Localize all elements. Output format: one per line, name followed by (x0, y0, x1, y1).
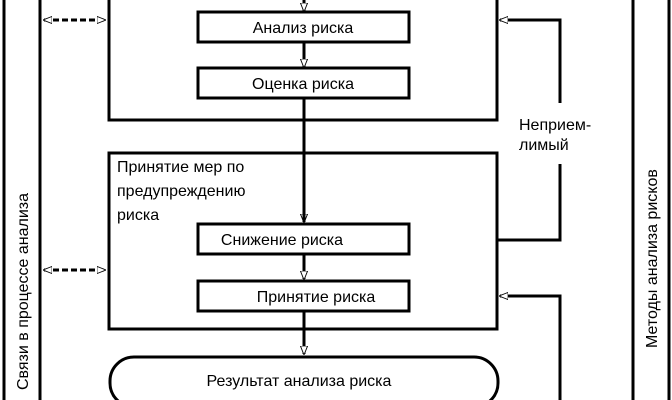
feedback-arrow-to-acceptance (500, 296, 562, 400)
step-box-evaluation (196, 66, 411, 100)
left-panel: Связи в процессе анализа (2, 0, 42, 400)
feedback-label-line-2: лимый (519, 137, 569, 154)
lower-block-title-line-3: риска (117, 207, 159, 224)
lower-block-title-line-1: Принятие мер по (117, 159, 244, 176)
feedback-arrow-to-analysis (500, 20, 562, 103)
step-label-analysis: Анализ риска (253, 20, 354, 37)
left-panel-label: Связи в процессе анализа (15, 193, 32, 390)
lower-block: Принятие мер по предупреждению риска Сни… (107, 151, 499, 354)
right-panel-label: Методы анализа рисков (644, 169, 661, 348)
feedback-loop: Неприем- лимый (497, 20, 591, 400)
feedback-line-from-reduction (497, 164, 562, 242)
step-box-reduction (196, 222, 411, 256)
right-panel: Методы анализа рисков (631, 0, 671, 400)
step-label-acceptance: Принятие риска (257, 289, 376, 306)
step-box-analysis (196, 10, 411, 44)
result-label: Результат анализа риска (207, 373, 392, 390)
result-terminator: Результат анализа риска (108, 355, 500, 400)
lower-block-title-line-2: предупреждению (117, 183, 245, 200)
result-shape (108, 355, 500, 400)
step-label-evaluation: Оценка риска (252, 76, 354, 93)
step-box-acceptance (196, 279, 411, 313)
step-label-reduction: Снижение риска (221, 232, 343, 249)
feedback-label-line-1: Неприем- (519, 117, 591, 134)
